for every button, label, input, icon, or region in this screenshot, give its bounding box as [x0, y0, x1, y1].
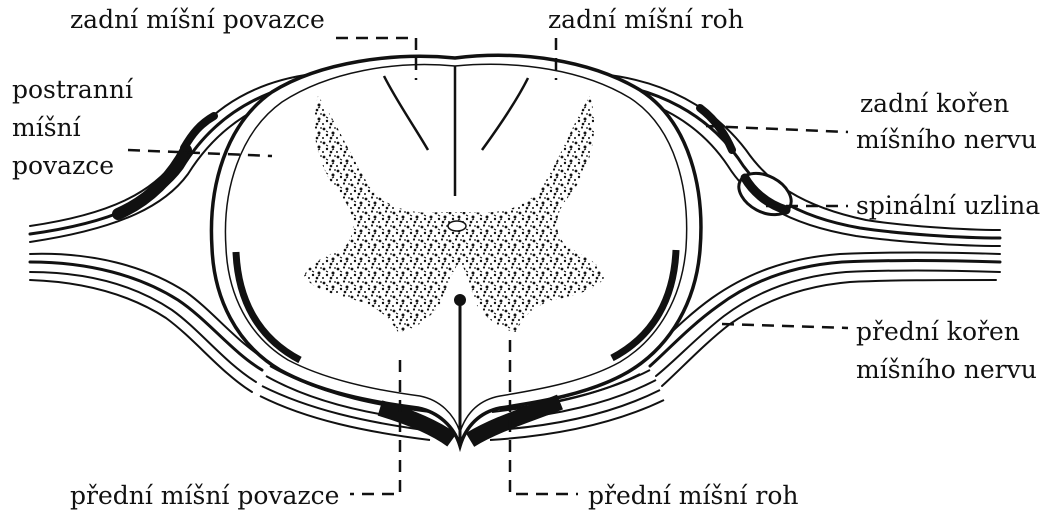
- label-lateral-funiculus-line1: postranní: [12, 74, 133, 105]
- label-dorsal-root-line1: zadní kořen: [860, 88, 1009, 119]
- label-ventral-root-line1: přední kořen: [856, 316, 1020, 347]
- label-ventral-funiculus: přední míšní povazce: [70, 480, 339, 511]
- label-lateral-funiculus-line2: míšní: [12, 112, 81, 143]
- label-ventral-horn: přední míšní roh: [588, 480, 798, 511]
- label-spinal-ganglion: spinální uzlina: [856, 190, 1040, 221]
- label-dorsal-funiculus: zadní míšní povazce: [70, 4, 325, 35]
- label-ventral-root-line2: míšního nervu: [856, 354, 1037, 385]
- label-dorsal-root-line2: míšního nervu: [856, 124, 1037, 155]
- label-dorsal-horn: zadní míšní roh: [548, 4, 744, 35]
- label-lateral-funiculus-line3: povazce: [12, 150, 114, 181]
